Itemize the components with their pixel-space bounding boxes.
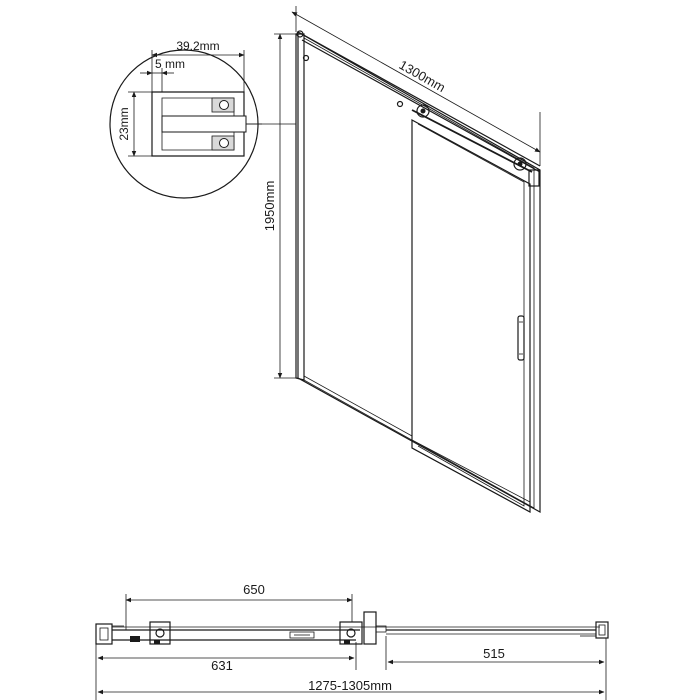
plan-wall-profile-right — [580, 621, 609, 639]
label-profile-height: 23mm — [117, 107, 131, 140]
bottom-guide — [411, 439, 531, 513]
label-door-height: 1950mm — [262, 181, 277, 232]
label-plan-lower-right: 515 — [483, 646, 505, 661]
roller-right — [513, 157, 527, 171]
fixed-panel-inner — [303, 37, 535, 509]
label-plan-upper: 650 — [243, 582, 265, 597]
label-plan-lower-left: 631 — [211, 658, 233, 673]
rail-end-stop — [528, 169, 540, 187]
u-profile-channel — [161, 115, 247, 133]
plan-clamp-right — [339, 621, 363, 645]
sliding-door-inner — [417, 123, 525, 507]
door-elevation: 1300mm 1950mm — [262, 6, 541, 514]
plan-connector — [289, 631, 315, 639]
label-profile-width: 39.2mm — [176, 39, 219, 53]
label-door-width: 1300mm — [397, 57, 448, 95]
profile-detail: 39.2mm 5 mm 23mm — [109, 39, 296, 199]
sliding-door — [411, 118, 531, 514]
fixed-panel — [297, 30, 541, 514]
plan-clamp-left — [149, 621, 171, 645]
fixed-bottom-rail — [303, 375, 413, 437]
wall-profile — [295, 33, 305, 381]
plan-view: 650 — [95, 582, 609, 700]
plan-wall-profile-left — [95, 623, 140, 645]
screw-pocket-bottom — [211, 135, 235, 151]
label-plan-total: 1275-1305mm — [308, 678, 392, 693]
plan-handle-block — [363, 611, 387, 645]
dim-line-door-width — [291, 11, 541, 153]
rail-stopper — [396, 100, 404, 108]
screw-pocket-top — [211, 97, 235, 113]
u-profile-outline — [151, 91, 245, 157]
door-handle[interactable] — [517, 315, 525, 361]
label-profile-inner: 5 mm — [155, 57, 185, 71]
